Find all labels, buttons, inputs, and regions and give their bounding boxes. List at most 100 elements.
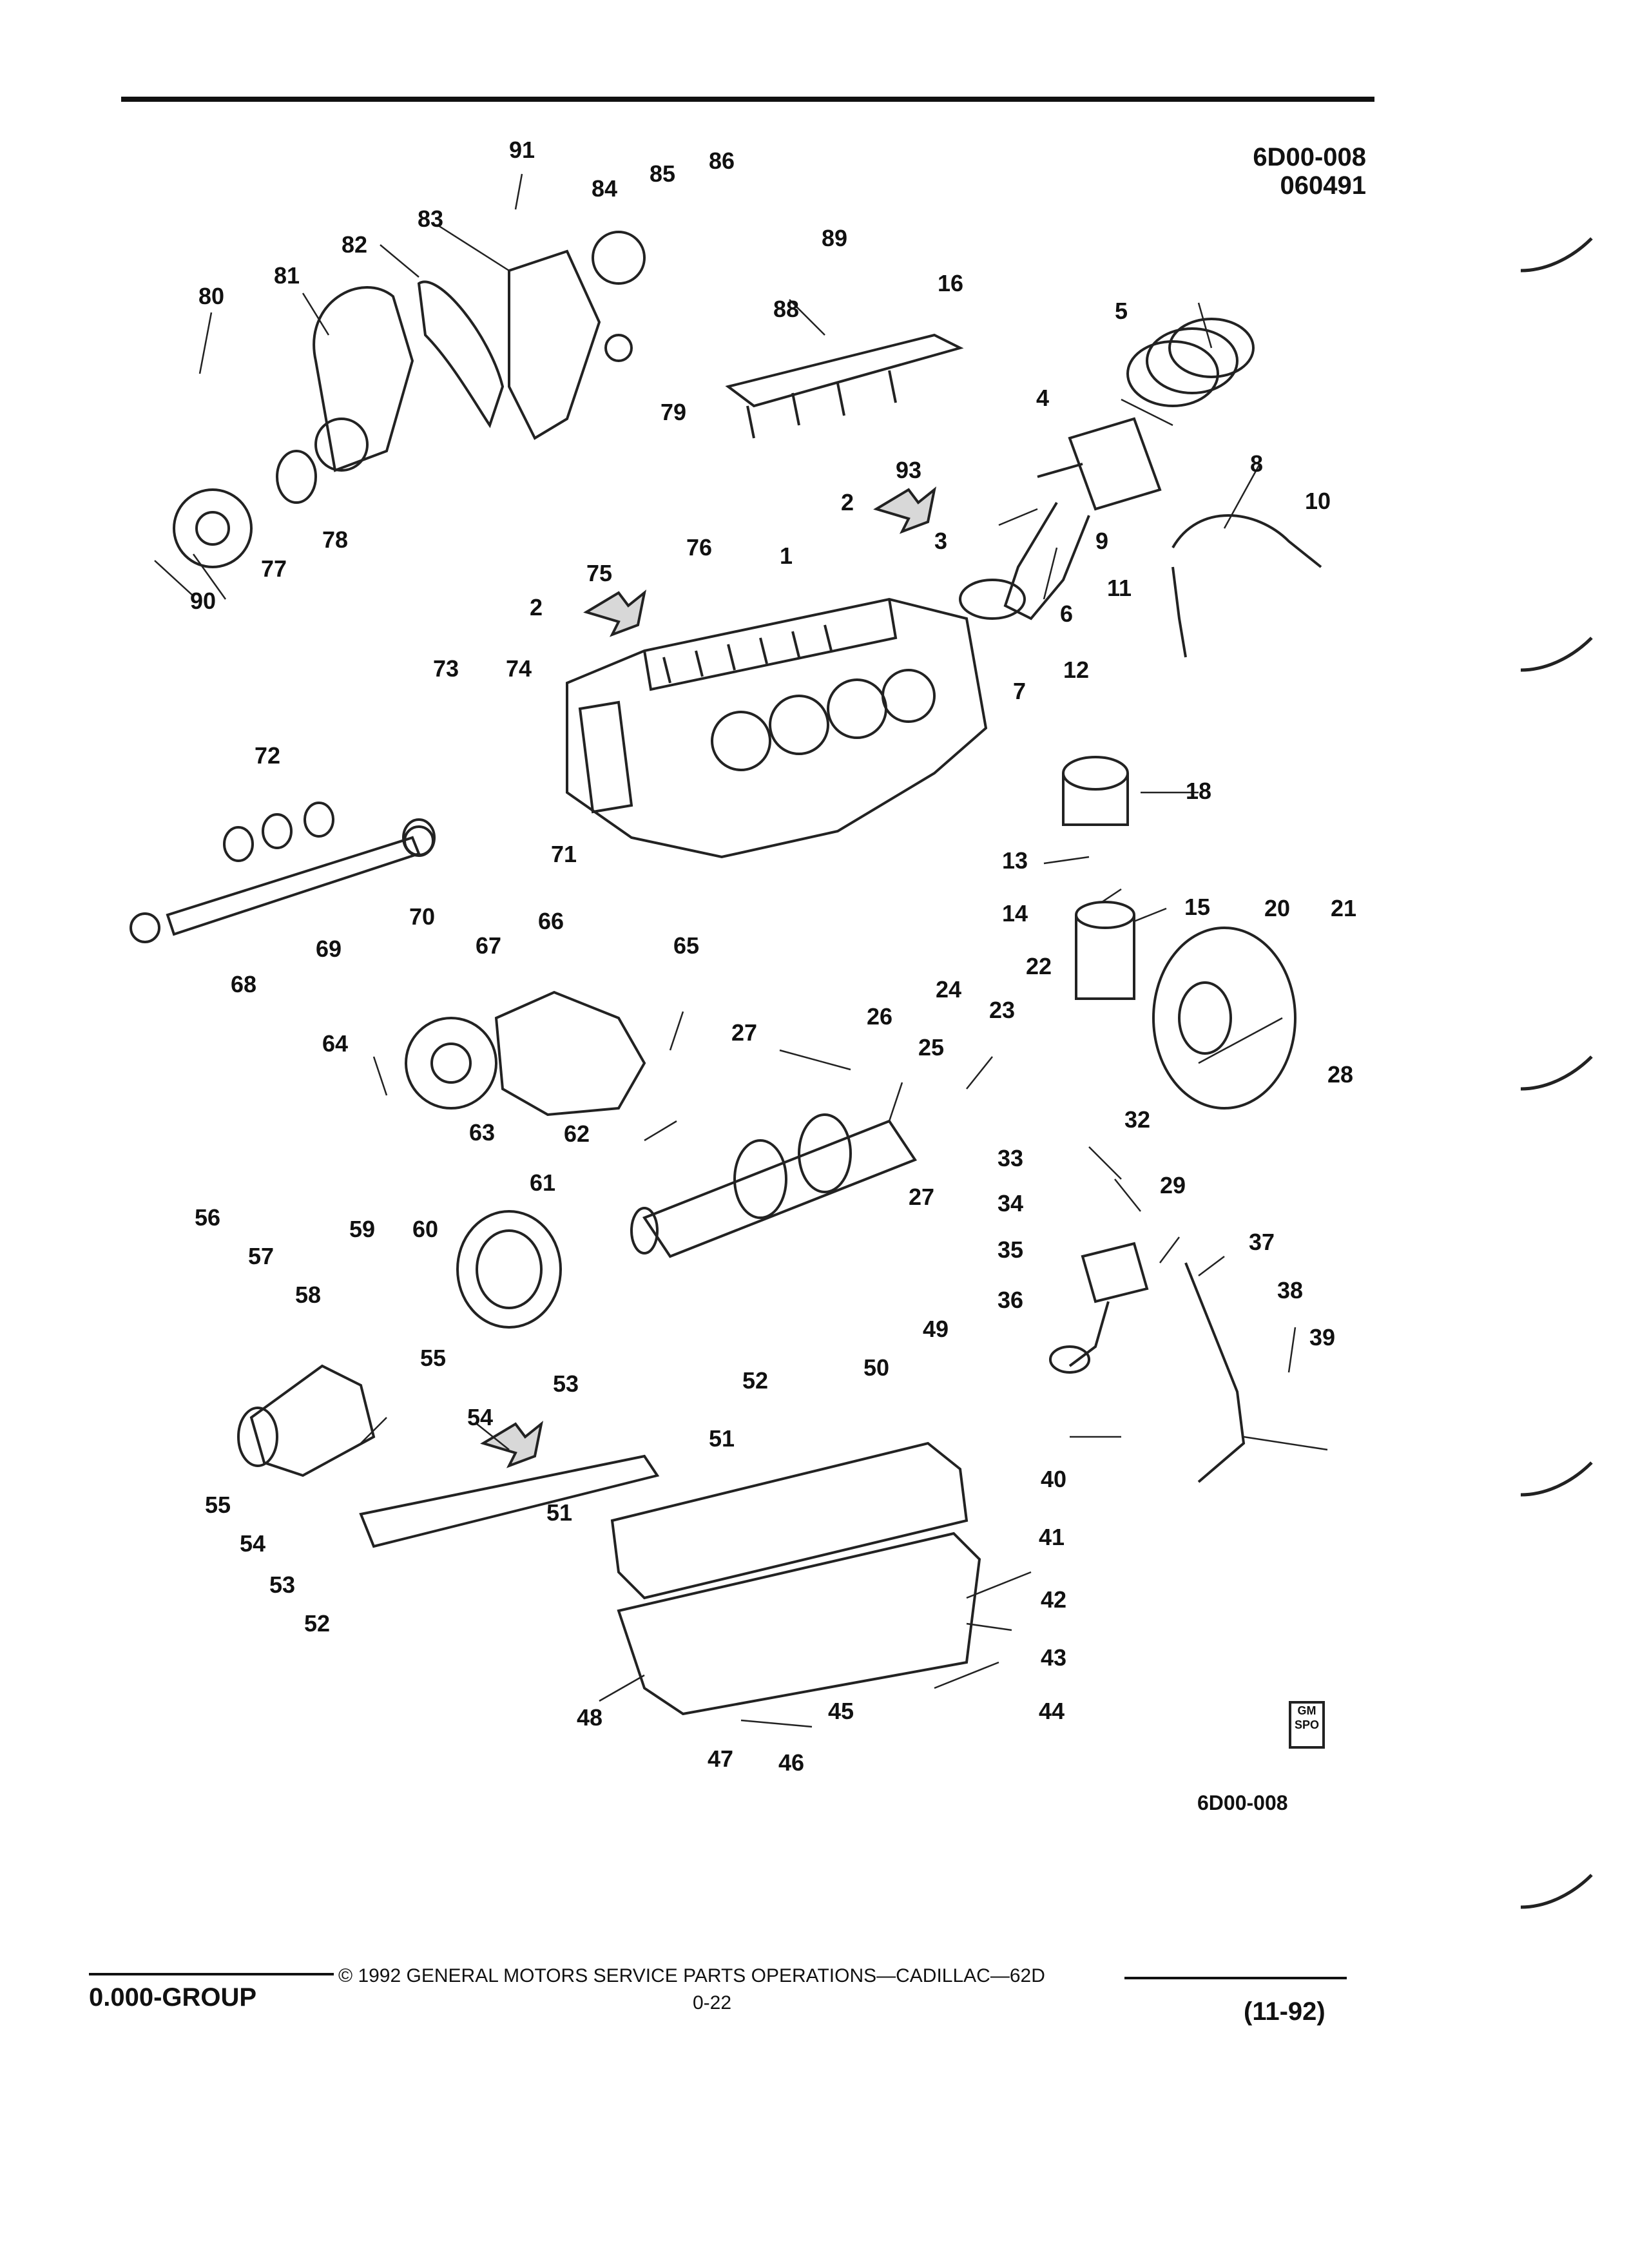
callout-73: 71 <box>551 841 577 867</box>
callout-11: 11 <box>1107 575 1132 601</box>
callout-39: 41 <box>1039 1524 1065 1550</box>
callout-55-label: 55 <box>205 1492 231 1518</box>
footer-revision: (11-92) <box>1244 1997 1325 2026</box>
callout-12: 12 <box>1063 657 1090 683</box>
callout-13: 13 <box>1002 847 1028 874</box>
callout-62: 60 <box>412 1216 439 1242</box>
callout-24: 24 <box>936 976 962 1003</box>
callout-45: 47 <box>708 1745 734 1772</box>
callout-26: 26 <box>867 1003 893 1030</box>
callout-68: 66 <box>538 908 564 934</box>
callout-72: 70 <box>409 903 436 930</box>
callout-93: 93 <box>896 457 922 483</box>
callout-58: 56 <box>195 1204 221 1231</box>
callout-60: 58 <box>295 1282 322 1308</box>
callout-51-label: 51 <box>546 1499 573 1526</box>
callout-81: 79 <box>660 399 687 425</box>
callout-28: 28 <box>1327 1061 1354 1088</box>
callout-82: 80 <box>198 283 225 309</box>
figure-date: 060491 <box>1280 171 1366 200</box>
oil-lines <box>1171 514 1322 658</box>
callout-34: 36 <box>998 1287 1024 1313</box>
callout-38: 40 <box>1041 1466 1067 1492</box>
callout-91: 90 <box>190 588 217 614</box>
callout-7: 7 <box>1013 678 1027 704</box>
arrow-56 <box>480 1421 544 1468</box>
callout-2a: 2 <box>530 594 543 620</box>
callout-6: 6 <box>1060 601 1074 627</box>
callout-70: 68 <box>231 971 257 997</box>
callout-48b: 51 <box>709 1425 735 1452</box>
callout-88: 86 <box>709 148 735 174</box>
oil-pump <box>1049 1242 1149 1374</box>
footer-copyright: © 1992 GENERAL MOTORS SERVICE PARTS OPER… <box>338 1965 1045 1986</box>
callout-25: 25 <box>918 1034 945 1061</box>
callout-50: 53 <box>553 1370 579 1397</box>
callout-3: 3 <box>934 528 948 554</box>
footer-group: 0.000-GROUP <box>89 1983 257 2012</box>
callout-44: 46 <box>778 1749 805 1776</box>
callout-8: 8 <box>1250 450 1264 477</box>
callout-92: 91 <box>509 137 535 163</box>
callout-77: 75 <box>586 560 613 586</box>
callout-65: 63 <box>469 1119 496 1146</box>
callout-37: 39 <box>1309 1324 1336 1350</box>
footer-rule-right <box>1124 1977 1347 1979</box>
callout-16: 16 <box>938 270 964 296</box>
callout-83: 81 <box>274 262 300 289</box>
callout-1: 1 <box>780 543 793 569</box>
callout-67: 65 <box>673 932 700 959</box>
callout-54-label: 54 <box>240 1530 266 1557</box>
callout-66: 64 <box>322 1030 349 1057</box>
gm-spo-badge: GM SPO <box>1289 1701 1325 1749</box>
arrow-93 <box>873 486 937 534</box>
callout-76: 74 <box>506 655 532 682</box>
callout-56: 54 <box>467 1404 494 1430</box>
callout-79: 77 <box>261 555 287 582</box>
callout-57: 55 <box>420 1345 447 1371</box>
callout-4: 4 <box>1036 385 1050 411</box>
callout-40: 42 <box>1041 1586 1067 1613</box>
callout-74: 72 <box>255 742 281 769</box>
callout-35: 37 <box>1249 1229 1275 1255</box>
callout-69: 67 <box>476 932 502 959</box>
footer-page-number: 0-22 <box>693 1992 732 2013</box>
dipstick-tube <box>1184 1262 1246 1483</box>
callout-48a: 50 <box>863 1354 890 1381</box>
callout-86: 84 <box>592 175 618 202</box>
callout-2b: 2 <box>841 489 854 515</box>
callout-61: 59 <box>349 1216 376 1242</box>
gm-spo-badge-text: GM SPO <box>1294 1704 1319 1731</box>
oil-filter-assembly <box>1062 756 1135 1000</box>
camshaft <box>130 802 436 943</box>
callout-52-label: 52 <box>304 1610 331 1637</box>
callout-59: 57 <box>248 1243 275 1269</box>
callout-71: 69 <box>316 936 342 962</box>
callout-89: 88 <box>773 296 800 322</box>
callout-27b: 27 <box>909 1184 935 1210</box>
leader-lines <box>154 173 1328 1728</box>
callout-32: 34 <box>998 1190 1024 1216</box>
callout-47: 49 <box>923 1316 949 1342</box>
callout-46: 48 <box>577 1704 603 1731</box>
harmonic-balancer <box>456 1210 562 1329</box>
figure-caption-code: 6D00-008 <box>1197 1791 1288 1814</box>
figure-code-header: 6D00-008 060491 <box>1179 143 1366 200</box>
lifter-guide <box>725 333 964 439</box>
callout-27a: 27 <box>731 1019 758 1046</box>
callout-63: 61 <box>530 1169 556 1196</box>
callout-18: 18 <box>1186 778 1212 804</box>
callout-5: 5 <box>1115 298 1128 324</box>
callout-87: 85 <box>650 160 676 187</box>
callout-78: 76 <box>686 534 713 561</box>
oil-pan <box>359 1441 981 1716</box>
water-pump <box>405 990 646 1117</box>
piston-assembly <box>959 318 1255 620</box>
figure-code: 6D00-008 <box>1253 143 1366 171</box>
callout-41: 43 <box>1041 1644 1067 1671</box>
callout-85: 83 <box>418 206 444 232</box>
callout-23: 23 <box>989 997 1016 1023</box>
callout-53-label: 53 <box>269 1571 296 1598</box>
callout-31: 33 <box>998 1145 1024 1171</box>
